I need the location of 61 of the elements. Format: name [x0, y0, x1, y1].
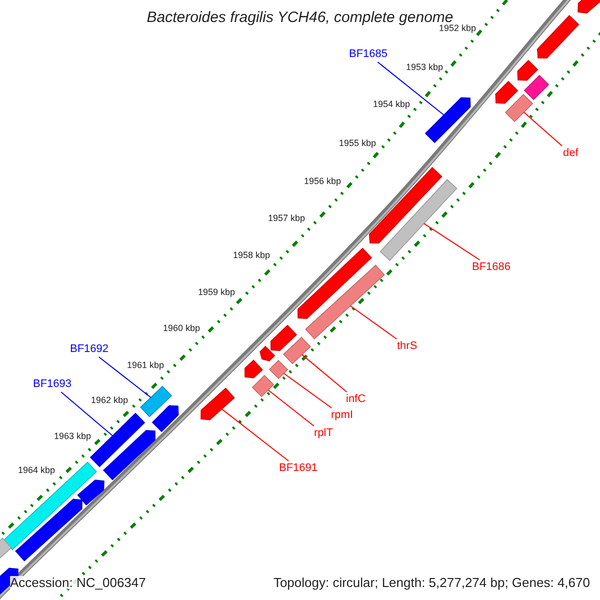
gene-label: BF1691: [279, 463, 318, 474]
gene-feature: [524, 74, 550, 100]
gene-label: rpmI: [331, 410, 353, 421]
scale-label: 1959 kbp: [198, 288, 235, 296]
gene-feature: [103, 430, 156, 480]
scale-label: 1958 kbp: [232, 250, 270, 260]
gene-feature: [282, 336, 312, 364]
leader-line: [424, 223, 480, 260]
gene-label: thrS: [397, 341, 418, 352]
gene-label: def: [563, 148, 578, 159]
gene-feature: [368, 166, 442, 244]
leader-line: [98, 356, 152, 398]
scale-label: 1952 kbp: [438, 24, 476, 32]
gene-feature: [252, 374, 274, 398]
gene-feature: [15, 498, 82, 562]
leader-line: [268, 390, 314, 426]
gene-feature: [152, 405, 179, 432]
gene-feature: [517, 60, 538, 81]
scale-label: 1953 kbp: [406, 62, 443, 72]
scale-label: 1956 kbp: [304, 176, 341, 186]
leader-line: [221, 408, 290, 462]
gene-feature: [504, 94, 534, 122]
scale-label: 1954 kbp: [372, 100, 410, 108]
scale-label: 1955 kbp: [338, 138, 376, 148]
gene-feature: [270, 324, 298, 351]
leader-line: [523, 112, 563, 146]
gene-label: infC: [346, 394, 366, 405]
leader-line: [60, 392, 114, 436]
scale-label: 1960 kbp: [162, 324, 200, 332]
gene-feature: [244, 360, 263, 378]
gene-feature: [298, 248, 372, 320]
scale-label: 1957 kbp: [268, 214, 305, 222]
leader-line: [283, 372, 332, 408]
scale-label: 1961 kbp: [126, 360, 164, 370]
accession-text: Accession: NC_006347: [10, 576, 146, 588]
gene-feature: [260, 346, 276, 362]
gene-feature: [578, 0, 600, 14]
gene-feature: [305, 264, 385, 340]
gene-label: rplT: [314, 428, 333, 439]
scale-label: 1963 kbp: [54, 432, 91, 440]
gene-feature: [424, 97, 471, 144]
gene-feature: [380, 179, 458, 261]
gene-feature: [90, 412, 146, 468]
scale-label: 1962 kbp: [90, 396, 128, 404]
leader-line: [377, 62, 444, 116]
gene-label: BF1685: [349, 49, 388, 60]
gene-feature: [140, 386, 172, 418]
gene-feature: [200, 388, 235, 420]
title: Bacteroides fragilis YCH46, complete genome: [146, 10, 454, 25]
gene-feature: [77, 480, 104, 506]
gene-label: BF1692: [70, 344, 109, 355]
leader-line: [302, 354, 348, 392]
genome-summary: Topology: circular; Length: 5,277,274 bp; Genes: 4,670: [273, 576, 590, 588]
scale-label: 1964 kbp: [18, 466, 55, 474]
gene-feature: [268, 360, 288, 380]
gene-label: BF1686: [472, 262, 511, 273]
leader-line: [350, 305, 398, 340]
gene-feature: [495, 80, 518, 104]
gene-label: BF1693: [33, 379, 72, 390]
gene-feature: [537, 14, 580, 59]
gene-feature: [3, 462, 97, 550]
